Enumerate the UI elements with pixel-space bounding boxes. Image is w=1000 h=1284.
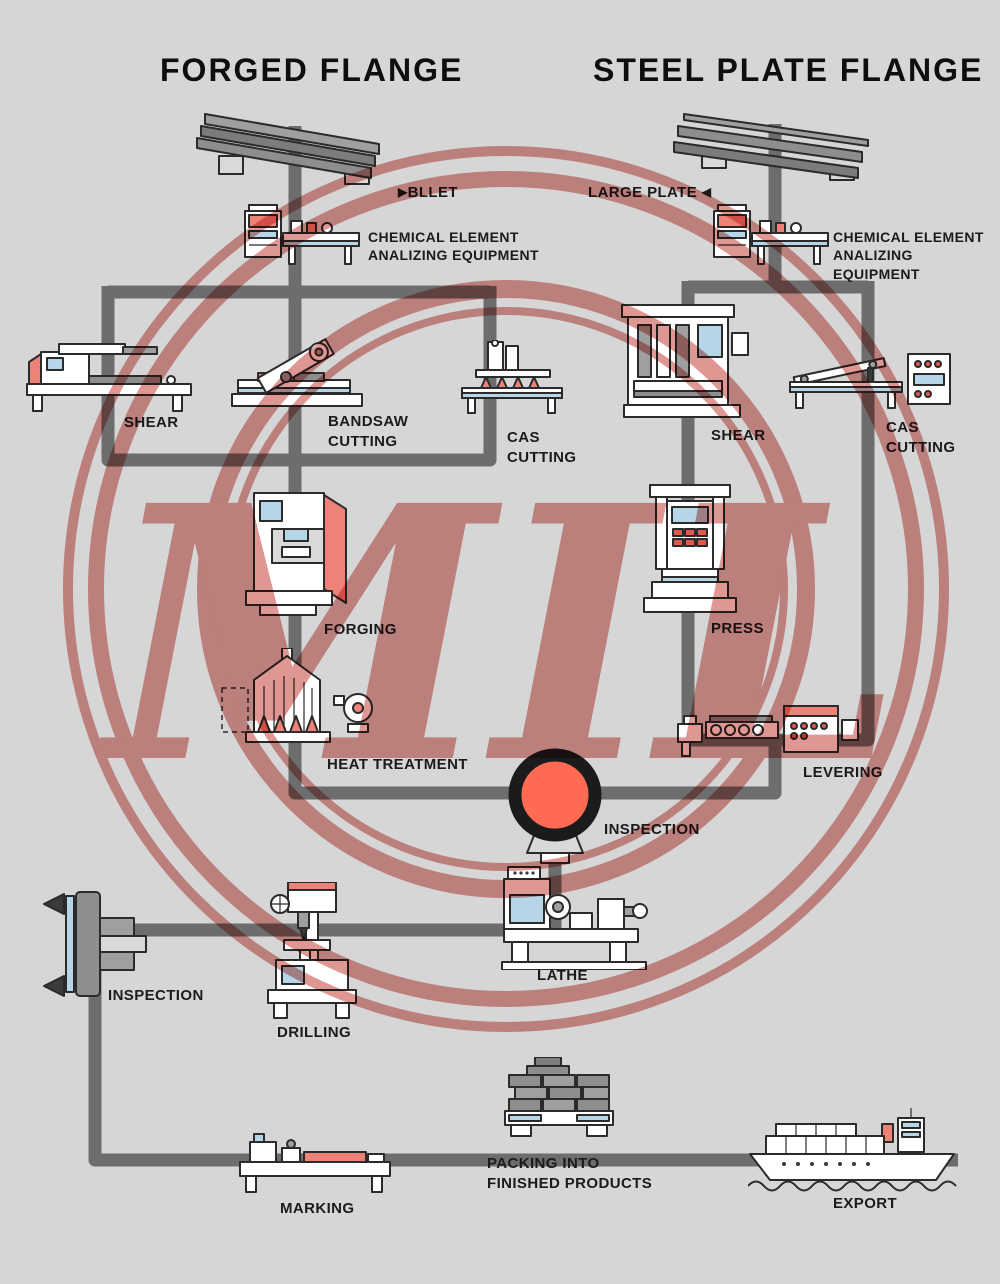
packing-illustration xyxy=(504,1057,614,1137)
inspection-node-illustration xyxy=(508,748,602,864)
label-heat-treatment: HEAT TREATMENT xyxy=(327,756,468,773)
label-export: EXPORT xyxy=(833,1195,898,1212)
label-marking: MARKING xyxy=(280,1200,355,1217)
title-forged-flange: FORGED FLANGE xyxy=(160,52,464,88)
label-packing: PACKING INTO FINISHED PRODUCTS xyxy=(487,1155,653,1192)
press-illustration xyxy=(643,484,737,613)
forging-press-illustration xyxy=(245,492,347,616)
label-drilling: DRILLING xyxy=(277,1024,352,1041)
chemical-analyzer-left-illustration xyxy=(244,204,360,265)
label-bandsaw-cutting: BANDSAW CUTTING xyxy=(328,413,409,450)
label-levering: LEVERING xyxy=(803,764,883,781)
heat-treatment-illustration xyxy=(221,648,373,743)
label-inspection-center: INSPECTION xyxy=(604,821,700,838)
label-lathe: LATHE xyxy=(537,967,588,984)
label-billet: ▶BLLET xyxy=(398,183,458,201)
drilling-illustration xyxy=(267,882,357,1019)
label-cas-cutting-right: CAS CUTTING xyxy=(886,419,956,456)
label-shear-left: SHEAR xyxy=(124,414,179,431)
shear-right-illustration xyxy=(621,304,749,418)
label-press: PRESS xyxy=(711,620,764,637)
label-chemical-analyzer-left: CHEMICAL ELEMENT ANALIZING EQUIPMENT xyxy=(368,229,539,264)
label-forging: FORGING xyxy=(324,621,397,638)
levering-illustration xyxy=(677,705,859,757)
export-ship-illustration xyxy=(748,1108,957,1192)
shear-left-illustration xyxy=(26,343,192,412)
label-shear-right: SHEAR xyxy=(711,427,766,444)
arrow-right-icon: ▶ xyxy=(398,184,408,199)
cas-cutting-left-illustration xyxy=(461,340,563,414)
label-large-plate: LARGE PLATE ◀ xyxy=(588,183,712,201)
lathe-illustration xyxy=(501,866,648,970)
title-steel-plate-flange: STEEL PLATE FLANGE xyxy=(593,52,984,88)
chemical-analyzer-right-illustration xyxy=(713,204,829,265)
billet-bars-illustration xyxy=(196,113,380,185)
marking-illustration xyxy=(239,1133,391,1193)
cas-cutting-right-illustration xyxy=(789,353,951,409)
label-cas-cutting-left: CAS CUTTING xyxy=(507,429,577,466)
label-inspection-left: INSPECTION xyxy=(108,987,204,1004)
bandsaw-cutting-illustration xyxy=(231,338,363,407)
arrow-left-icon: ◀ xyxy=(701,184,712,199)
label-chemical-analyzer-right: CHEMICAL ELEMENT ANALIZING EQUIPMENT xyxy=(833,229,984,282)
